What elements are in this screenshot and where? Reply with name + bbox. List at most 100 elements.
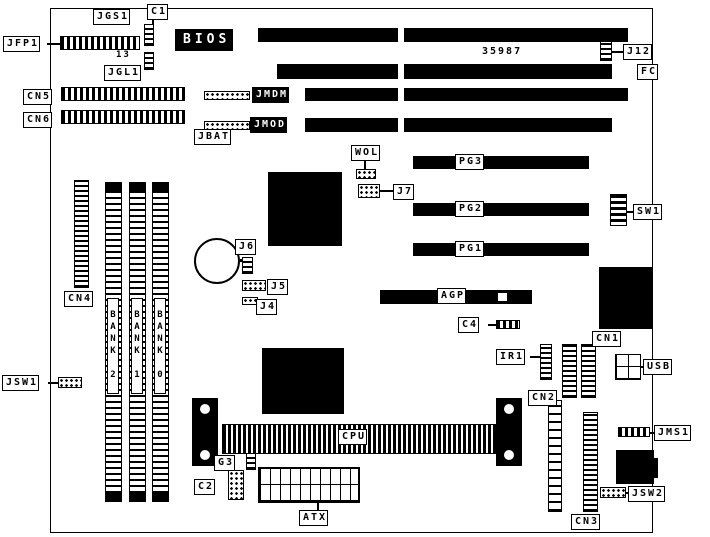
cpu-bracket-hole (200, 450, 210, 460)
dimm-clip-top (130, 183, 145, 191)
jsw1-connector (58, 377, 82, 388)
bank1-label: BANK 1 (131, 298, 143, 394)
jgl1-connector (144, 52, 154, 70)
dimm-clip-bottom (130, 493, 145, 501)
c4-connector (496, 320, 520, 329)
cn2-pin-strip (548, 400, 562, 512)
wol-label: WOL (351, 145, 381, 161)
atx-label: ATX (299, 510, 329, 526)
sw1-label: SW1 (633, 204, 663, 220)
callout-line-wol (364, 161, 366, 169)
jfp1-connector (60, 36, 140, 50)
callout-line-usb (641, 366, 644, 368)
isa-slot-2-left (277, 64, 398, 79)
chipset-north-chip (268, 172, 342, 246)
callout-line-ir1 (530, 356, 540, 358)
ir1-label: IR1 (496, 349, 526, 365)
jsw2-label: JSW2 (628, 486, 666, 502)
usb-label: USB (643, 359, 673, 375)
atx-power-connector (258, 467, 360, 503)
c1-label: C1 (147, 4, 169, 20)
callout-line-sw1 (627, 211, 633, 213)
bank2-label: BANK 2 (107, 298, 119, 394)
callout-line-jms1 (650, 432, 654, 434)
fc-label: FC (637, 64, 659, 80)
cn6-label: CN6 (23, 112, 53, 128)
j5-label: J5 (267, 279, 289, 295)
jfp1-label: JFP1 (3, 36, 41, 52)
sw1-dip-switch (610, 194, 627, 226)
c2-label: C2 (194, 479, 216, 495)
j6-label: J6 (235, 239, 257, 255)
cpu-bracket-hole (200, 404, 210, 414)
pci-slot-pg3 (413, 156, 589, 169)
cn6-connector (61, 110, 185, 124)
jbat-label: JBAT (194, 129, 232, 145)
jmdm-connector (204, 91, 250, 100)
j5-connector (242, 280, 266, 291)
cn5-connector (61, 87, 185, 101)
agp-label: AGP (437, 288, 467, 304)
silkscreen-number: 35987 (482, 46, 523, 57)
dimm-clip-top (153, 183, 168, 191)
cpu-bracket-hole (504, 404, 514, 414)
pci-slot-pg1 (413, 243, 589, 256)
c2-g3-header (228, 470, 244, 500)
jms1-connector (618, 427, 650, 437)
cn2-label: CN2 (528, 390, 558, 406)
io-port-block (616, 450, 654, 484)
isa-slot-2-right (404, 64, 612, 79)
wol-connector (356, 169, 376, 179)
jms1-label: JMS1 (654, 425, 692, 441)
cn5-label: CN5 (23, 89, 53, 105)
callout-line-jsw2 (626, 492, 629, 494)
callout-line-c4 (488, 324, 496, 326)
callout-line-jsw1 (48, 382, 58, 384)
j7-label: J7 (393, 184, 415, 200)
jgl1-label: JGL1 (104, 65, 142, 81)
cn4-connector (74, 180, 89, 288)
callout-line-jfp1 (47, 43, 60, 45)
callout-line-j7 (380, 190, 393, 192)
callout-line-j12 (612, 51, 623, 53)
dimm-clip-top (106, 183, 121, 191)
isa-slot-1-right (404, 28, 628, 42)
callout-line-atx (317, 503, 319, 510)
jmdm-label: JMDM (252, 87, 290, 103)
j12-connector (600, 41, 612, 61)
dimm-clip-bottom (106, 493, 121, 501)
bios-chip: BIOS (175, 29, 234, 51)
g3-connector (246, 452, 256, 470)
jsw1-label: JSW1 (2, 375, 40, 391)
pg2-label: PG2 (455, 201, 485, 217)
pin1-marker-13: 13 (116, 50, 131, 60)
cn1-chip (599, 267, 652, 329)
jgs1-label: JGS1 (93, 9, 131, 25)
j6-connector (242, 257, 253, 274)
dimm-clip-bottom (153, 493, 168, 501)
cpu-bracket-hole (504, 450, 514, 460)
cn3-label: CN3 (571, 514, 601, 530)
cn1-label: CN1 (592, 331, 622, 347)
isa-slot-1-left (258, 28, 398, 42)
callout-line-c1 (152, 20, 154, 24)
cn2-connector-b (581, 344, 596, 398)
usb-connector (615, 354, 641, 380)
cn4-label: CN4 (64, 291, 94, 307)
isa-slot-3-right (404, 88, 628, 101)
j4-label: J4 (256, 299, 278, 315)
isa-slot-4-left (305, 118, 398, 132)
pci-slot-pg2 (413, 203, 589, 216)
c4-label: C4 (458, 317, 480, 333)
jmod-label: JMOD (250, 117, 288, 133)
g3-label: G3 (214, 455, 236, 471)
cmos-battery (194, 238, 240, 284)
chipset-south-chip (262, 348, 344, 414)
isa-slot-4-right (404, 118, 612, 132)
pg1-label: PG1 (455, 241, 485, 257)
pg3-label: PG3 (455, 154, 485, 170)
io-port-tab (650, 458, 658, 478)
cn2-connector-a (562, 344, 577, 398)
isa-slot-3-left (305, 88, 398, 101)
